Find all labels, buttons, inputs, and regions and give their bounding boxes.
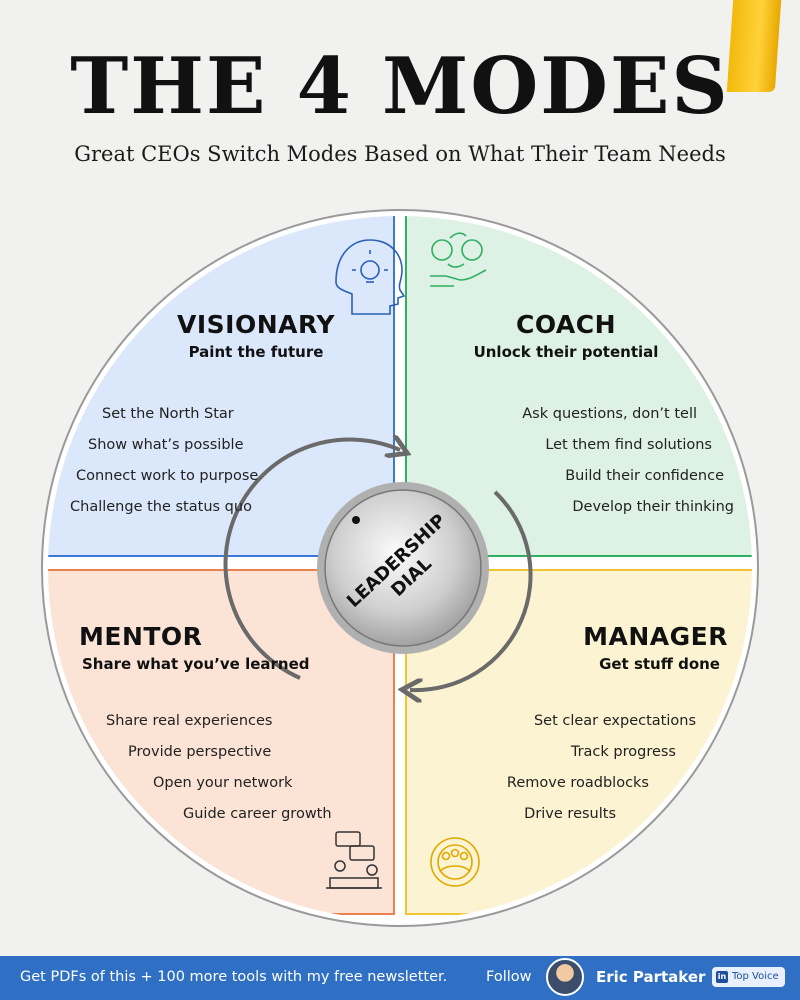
page-title: THE 4 MODES	[70, 41, 730, 132]
list-item: Share real experiences	[106, 713, 273, 729]
list-item: Guide career growth	[183, 806, 332, 822]
conversation-icon	[326, 831, 382, 889]
top-voice-badge: in Top Voice	[712, 967, 785, 987]
cycle-arrow-bottom	[410, 490, 533, 690]
modes-dial: LEADERSHIP DIAL VISIONARY Paint the futu…	[0, 190, 800, 950]
team-gear-icon	[430, 837, 480, 887]
author-name[interactable]: Eric Partaker	[596, 968, 706, 986]
list-item: Build their confidence	[565, 468, 724, 484]
dial-indicator	[352, 516, 360, 524]
list-item: Drive results	[524, 806, 616, 822]
dial-graphic: LEADERSHIP DIAL	[41, 209, 759, 927]
cycle-arrow-top	[223, 440, 400, 680]
list-item: Provide perspective	[128, 744, 272, 760]
list-item: Challenge the status quo	[70, 499, 252, 515]
newsletter-link[interactable]: Get PDFs of this + 100 more tools with m…	[20, 969, 448, 985]
page-subtitle: Great CEOs Switch Modes Based on What Th…	[74, 142, 726, 166]
list-item: Ask questions, don’t tell	[522, 406, 697, 422]
coach-subtitle: Unlock their potential	[473, 343, 659, 361]
manager-header: MANAGER Get stuff done	[388, 622, 728, 673]
visionary-list: Set the North Star Show what’s possible …	[70, 399, 370, 523]
mentor-list: Share real experiences Provide perspecti…	[106, 706, 366, 830]
footer-bar: Get PDFs of this + 100 more tools with m…	[0, 956, 800, 1000]
list-item: Connect work to purpose	[76, 468, 259, 484]
list-item: Set the North Star	[102, 406, 234, 422]
list-item: Track progress	[570, 744, 676, 760]
list-item: Remove roadblocks	[506, 775, 649, 791]
coach-header: COACH Unlock their potential	[396, 310, 736, 361]
list-item: Let them find solutions	[545, 437, 712, 453]
manager-title: MANAGER	[583, 622, 728, 651]
list-item: Open your network	[153, 775, 293, 791]
mentor-title: MENTOR	[79, 622, 203, 651]
coach-title: COACH	[515, 310, 617, 339]
mentor-header: MENTOR Share what you’ve learned	[0, 622, 324, 673]
list-item: Set clear expectations	[533, 713, 696, 729]
coach-list: Ask questions, don’t tell Let them find …	[430, 399, 734, 523]
visionary-subtitle: Paint the future	[188, 343, 324, 361]
people-hand-icon	[430, 232, 487, 287]
dial-knob	[324, 489, 482, 647]
head-lightbulb-icon	[335, 239, 406, 315]
avatar	[546, 958, 584, 996]
linkedin-icon: in	[716, 971, 728, 983]
manager-list: Set clear expectations Track progress Re…	[440, 706, 696, 830]
badge-label: Top Voice	[732, 971, 779, 982]
list-item: Show what’s possible	[88, 437, 244, 453]
list-item: Develop their thinking	[572, 499, 734, 515]
visionary-header: VISIONARY Paint the future	[86, 310, 426, 361]
mentor-subtitle: Share what you’ve learned	[82, 655, 310, 673]
follow-label: Follow	[486, 969, 532, 985]
manager-subtitle: Get stuff done	[599, 655, 720, 673]
visionary-title: VISIONARY	[177, 310, 335, 339]
